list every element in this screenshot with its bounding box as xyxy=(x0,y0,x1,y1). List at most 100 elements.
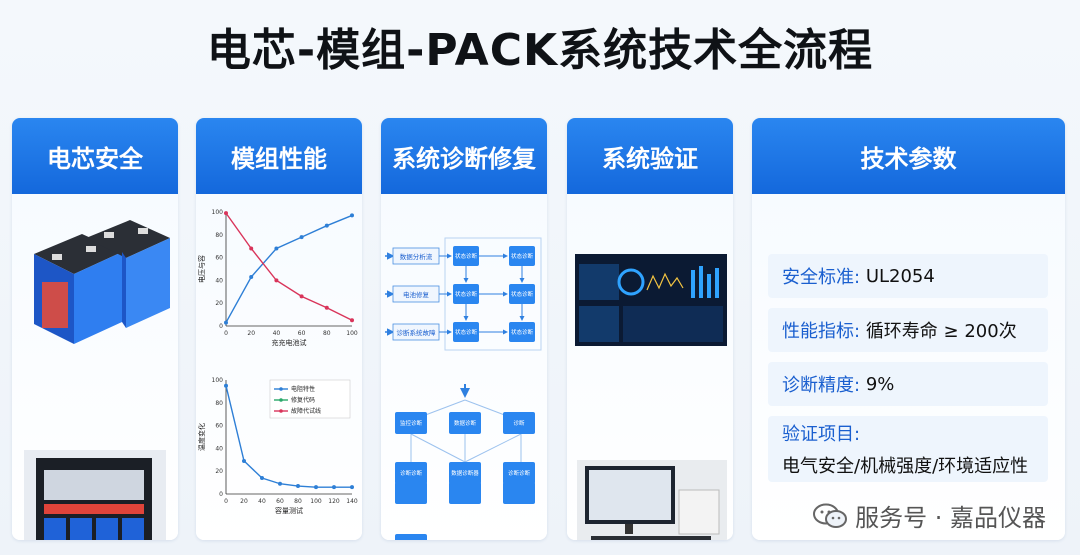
card-tech-params: 技术参数 安全标准: UL2054 性能指标: 循环寿命 ≥ 200次 诊断精度… xyxy=(752,118,1065,540)
x-tick-label: 80 xyxy=(323,330,331,337)
x-tick-label: 20 xyxy=(240,498,248,505)
data-point xyxy=(350,318,354,323)
param-safety-standard: 安全标准: UL2054 xyxy=(768,254,1048,298)
svg-text:状态诊断: 状态诊断 xyxy=(455,252,478,260)
legend-label: 故障代试线 xyxy=(291,407,321,415)
card-body: 数据分析流 电池修复 诊断系统故障 xyxy=(381,194,547,540)
x-tick-label: 40 xyxy=(273,330,281,337)
legend-marker xyxy=(279,409,283,413)
card-module-performance: 模组性能 0 20 40 60 80 100 0 20 40 60 80 100 充充电池试 电压与容 0… xyxy=(196,118,362,540)
diagram-input-2: 电池修复 xyxy=(403,290,430,299)
data-point xyxy=(224,320,228,325)
svg-text:数据诊断器: 数据诊断器 xyxy=(451,469,479,477)
legend-label: 电阻特性 xyxy=(291,385,315,393)
card-cell-safety: 电芯安全 xyxy=(12,118,178,540)
chart-capacity-test: 0 20 40 60 80 100 120 140 0 20 40 60 80 100 容量测试 温度变化 电阻… xyxy=(197,377,358,515)
wechat-icon xyxy=(813,503,848,528)
svg-text:数据诊断: 数据诊断 xyxy=(454,419,477,427)
series-line xyxy=(225,385,352,488)
x-tick-label: 100 xyxy=(310,498,322,505)
series-line xyxy=(225,214,353,323)
card-body xyxy=(12,194,178,540)
x-tick-label: 140 xyxy=(346,498,358,505)
data-point xyxy=(299,294,304,299)
param-diagnosis-accuracy: 诊断精度: 9% xyxy=(768,362,1048,406)
battery-cells-image xyxy=(24,220,170,540)
data-point xyxy=(314,485,318,490)
y-tick-label: 100 xyxy=(212,209,224,216)
series-line xyxy=(225,212,353,321)
data-point xyxy=(249,246,254,251)
y-tick-label: 0 xyxy=(219,491,223,498)
card-system-diagnosis: 系统诊断修复 数据分析流 电池修复 诊断系统故障 xyxy=(381,118,547,540)
svg-text:监控诊断: 监控诊断 xyxy=(400,419,423,427)
x-tick-label: 0 xyxy=(224,498,228,505)
card-body xyxy=(567,194,733,540)
data-point xyxy=(350,213,354,218)
x-axis-label: 充充电池试 xyxy=(272,338,307,347)
y-tick-label: 40 xyxy=(215,445,223,452)
x-tick-label: 80 xyxy=(294,498,302,505)
svg-text:状态诊断: 状态诊断 xyxy=(511,328,534,336)
data-point xyxy=(296,484,300,489)
svg-text:状态诊断: 状态诊断 xyxy=(511,290,534,298)
x-axis-label: 容量测试 xyxy=(275,506,303,515)
svg-text:状态诊断: 状态诊断 xyxy=(455,328,478,336)
x-tick-label: 100 xyxy=(346,330,358,337)
watermark: 服务号 · 嘉品仪器 xyxy=(813,498,1046,533)
x-tick-label: 60 xyxy=(298,330,306,337)
y-axis-label: 电压与容 xyxy=(197,255,206,283)
data-point xyxy=(224,383,228,388)
card-header: 技术参数 xyxy=(752,118,1065,194)
y-tick-label: 40 xyxy=(215,277,223,284)
param-performance: 性能指标: 循环寿命 ≥ 200次 xyxy=(768,308,1048,352)
data-point xyxy=(350,485,354,490)
card-header: 模组性能 xyxy=(196,118,362,194)
svg-text:诊断诊断: 诊断诊断 xyxy=(400,469,423,477)
card-body: 0 20 40 60 80 100 0 20 40 60 80 100 充充电池试 电压与容 0 20 40 6… xyxy=(196,194,362,540)
dashboard-screen-image xyxy=(575,254,727,540)
y-tick-label: 20 xyxy=(215,300,223,307)
data-point xyxy=(274,278,279,283)
param-verification-items: 验证项目: 电气安全/机械强度/环境适应性 xyxy=(768,416,1048,482)
diagram-input-1: 数据分析流 xyxy=(400,252,433,261)
y-tick-label: 20 xyxy=(215,468,223,475)
data-point xyxy=(249,274,254,279)
data-point xyxy=(299,235,304,240)
y-axis-label: 温度变化 xyxy=(197,423,206,451)
data-point xyxy=(242,458,246,463)
card-header: 系统验证 xyxy=(567,118,733,194)
x-tick-label: 20 xyxy=(247,330,255,337)
data-point xyxy=(274,246,279,251)
svg-text:状态诊断: 状态诊断 xyxy=(455,290,478,298)
data-point xyxy=(224,211,228,216)
svg-text:状态诊断: 状态诊断 xyxy=(511,252,534,260)
diagnosis-flowchart: 数据分析流 电池修复 诊断系统故障 xyxy=(385,237,542,540)
y-tick-label: 80 xyxy=(215,400,223,407)
page-title: 电芯-模组-PACK系统技术全流程 xyxy=(206,25,874,76)
svg-text:诊断: 诊断 xyxy=(513,419,525,427)
data-point xyxy=(260,476,264,481)
data-point xyxy=(332,485,336,490)
y-tick-label: 60 xyxy=(215,423,223,430)
legend-marker xyxy=(279,398,283,402)
x-tick-label: 60 xyxy=(276,498,284,505)
y-tick-label: 60 xyxy=(215,255,223,262)
y-tick-label: 0 xyxy=(219,323,223,330)
data-point xyxy=(324,305,329,310)
data-point xyxy=(324,223,329,228)
y-tick-label: 80 xyxy=(215,232,223,239)
legend-marker xyxy=(279,387,283,391)
diagram-input-3: 诊断系统故障 xyxy=(397,328,437,337)
card-header: 电芯安全 xyxy=(12,118,178,194)
svg-text:诊断诊断: 诊断诊断 xyxy=(508,469,531,477)
data-point xyxy=(278,481,282,486)
legend-label: 修复代码 xyxy=(291,396,315,404)
x-tick-label: 120 xyxy=(328,498,340,505)
x-tick-label: 40 xyxy=(258,498,266,505)
card-system-verification: 系统验证 xyxy=(567,118,733,540)
watermark-text: 服务号 · 嘉品仪器 xyxy=(855,504,1046,532)
y-tick-label: 100 xyxy=(212,377,224,384)
card-body: 安全标准: UL2054 性能指标: 循环寿命 ≥ 200次 诊断精度: 9% … xyxy=(752,194,1065,540)
